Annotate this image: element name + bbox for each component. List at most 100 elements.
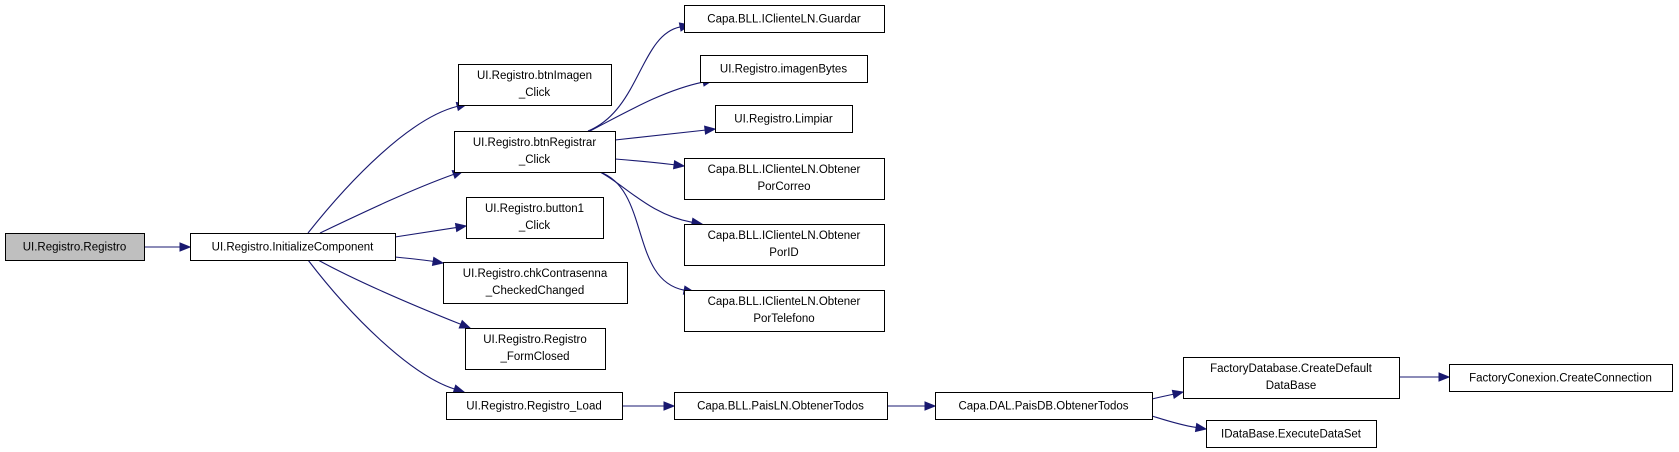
node-pais-db-obtener-todos[interactable]: Capa.DAL.PaisDB.ObtenerTodos <box>935 392 1153 420</box>
arrowhead-icon <box>1194 422 1208 433</box>
edge-pais_db_obtener_todos-to-idatabase_execute <box>1151 415 1208 433</box>
node-registro-load[interactable]: UI.Registro.Registro_Load <box>446 392 623 420</box>
node-label-line-2: PorCorreo <box>757 181 810 193</box>
edge-pais_ln_obtener_todos-to-pais_db_obtener_todos <box>887 401 937 411</box>
node-button1-click[interactable]: UI.Registro.button1 _Click <box>466 197 604 239</box>
node-box <box>465 328 606 370</box>
edge-line <box>394 256 434 262</box>
edge-initialize_component-to-btn_registrar_click <box>319 170 465 234</box>
node-label: FactoryConexion.CreateConnection <box>1469 373 1652 385</box>
edge-line <box>319 173 454 234</box>
node-label-line-2: _FormClosed <box>499 351 569 363</box>
edge-line <box>599 171 693 223</box>
node-label-line-1: UI.Registro.btnImagen <box>477 70 592 82</box>
node-box <box>446 392 623 420</box>
edge-btn_registrar_click-to-obtener_por_correo <box>614 158 686 170</box>
node-label-line-2: PorID <box>769 247 798 259</box>
arrowhead-icon <box>704 125 717 135</box>
node-label-line-1: Capa.BLL.IClienteLN.Obtener <box>708 164 861 176</box>
node-box <box>684 224 885 266</box>
node-label-line-1: UI.Registro.btnRegistrar <box>473 137 597 149</box>
node-label-line-2: _Click <box>518 154 551 166</box>
nodes-layer: UI.Registro.Registro UI.Registro.Initiali… <box>5 5 1673 448</box>
edge-line <box>1151 415 1197 429</box>
arrowhead-icon <box>179 242 192 252</box>
node-box <box>684 5 885 33</box>
node-box <box>454 131 616 173</box>
node-pais-ln-obtener-todos[interactable]: Capa.BLL.PaisLN.ObtenerTodos <box>674 392 888 420</box>
node-box <box>190 233 396 261</box>
node-label-line-1: UI.Registro.Registro <box>483 334 587 346</box>
node-label: UI.Registro.Registro <box>23 242 127 254</box>
node-icliente-guardar[interactable]: Capa.BLL.IClienteLN.Guardar <box>684 5 885 33</box>
node-box <box>935 392 1153 420</box>
edge-initialize_component-to-button1_click <box>394 222 468 238</box>
node-label: UI.Registro.Limpiar <box>734 114 833 126</box>
node-label: Capa.BLL.IClienteLN.Guardar <box>707 14 861 26</box>
node-label: UI.Registro.Registro_Load <box>466 401 602 413</box>
edge-line <box>307 105 458 234</box>
node-chk-contrasenna[interactable]: UI.Registro.chkContrasenna _CheckedChange… <box>443 262 628 304</box>
node-label-line-2: _CheckedChanged <box>485 285 584 297</box>
edge-btn_registrar_click-to-limpiar <box>614 125 717 141</box>
arrowhead-icon <box>458 319 472 329</box>
node-registro-formclosed[interactable]: UI.Registro.Registro _FormClosed <box>465 328 606 370</box>
edge-root-to-initialize_component <box>144 242 192 252</box>
node-box <box>684 290 885 332</box>
arrowhead-icon <box>1438 372 1451 382</box>
node-label-line-1: FactoryDatabase.CreateDefault <box>1210 363 1373 375</box>
arrowhead-icon <box>1171 389 1185 399</box>
edge-line <box>614 158 675 166</box>
edge-initialize_component-to-chk_contrasenna <box>394 256 445 266</box>
node-label: UI.Registro.imagenBytes <box>720 64 847 76</box>
node-label-line-1: UI.Registro.button1 <box>485 203 584 215</box>
node-label: Capa.DAL.PaisDB.ObtenerTodos <box>958 401 1128 413</box>
node-limpiar[interactable]: UI.Registro.Limpiar <box>715 105 853 133</box>
node-label-line-2: _Click <box>518 220 551 232</box>
node-box <box>1449 364 1673 392</box>
arrowhead-icon <box>924 401 937 411</box>
edge-initialize_component-to-registro_load <box>307 259 466 394</box>
edge-factory_database-to-factory_conexion <box>1399 372 1451 382</box>
node-box <box>466 197 604 239</box>
edge-pais_db_obtener_todos-to-factory_database <box>1151 389 1185 400</box>
node-imagen-bytes[interactable]: UI.Registro.imagenBytes <box>700 55 868 83</box>
node-root[interactable]: UI.Registro.Registro <box>5 233 145 261</box>
node-label-line-1: Capa.BLL.IClienteLN.Obtener <box>708 296 861 308</box>
edge-initialize_component-to-registro_formclosed <box>317 259 472 329</box>
node-label-line-2: DataBase <box>1266 380 1317 392</box>
node-btn-registrar-click[interactable]: UI.Registro.btnRegistrar _Click <box>454 131 616 173</box>
edge-line <box>599 171 685 291</box>
node-label: Capa.BLL.PaisLN.ObtenerTodos <box>697 401 864 413</box>
node-box <box>715 105 853 133</box>
arrowhead-icon <box>452 384 466 394</box>
node-initialize-component[interactable]: UI.Registro.InitializeComponent <box>190 233 396 261</box>
node-label-line-1: UI.Registro.chkContrasenna <box>463 268 608 280</box>
node-box <box>684 158 885 200</box>
node-label-line-2: PorTelefono <box>753 313 814 325</box>
edge-line <box>1151 393 1174 400</box>
arrowhead-icon <box>663 401 676 411</box>
node-label: UI.Registro.InitializeComponent <box>212 242 375 254</box>
edge-initialize_component-to-btn_imagen_click <box>307 101 469 234</box>
node-btn-imagen-click[interactable]: UI.Registro.btnImagen _Click <box>458 64 612 106</box>
node-label-line-1: Capa.BLL.IClienteLN.Obtener <box>708 230 861 242</box>
arrowhead-icon <box>454 222 468 233</box>
node-box <box>458 64 612 106</box>
node-box <box>1183 357 1400 399</box>
arrowhead-icon <box>431 256 445 266</box>
node-label: IDataBase.ExecuteDataSet <box>1221 429 1362 441</box>
edge-line <box>394 226 457 238</box>
edge-line <box>614 129 706 141</box>
node-box <box>443 262 628 304</box>
node-label-line-2: _Click <box>518 87 551 99</box>
node-box <box>1206 420 1377 448</box>
node-idatabase-execute[interactable]: IDataBase.ExecuteDataSet <box>1206 420 1377 448</box>
arrowhead-icon <box>672 159 686 170</box>
node-factory-conexion[interactable]: FactoryConexion.CreateConnection <box>1449 364 1673 392</box>
